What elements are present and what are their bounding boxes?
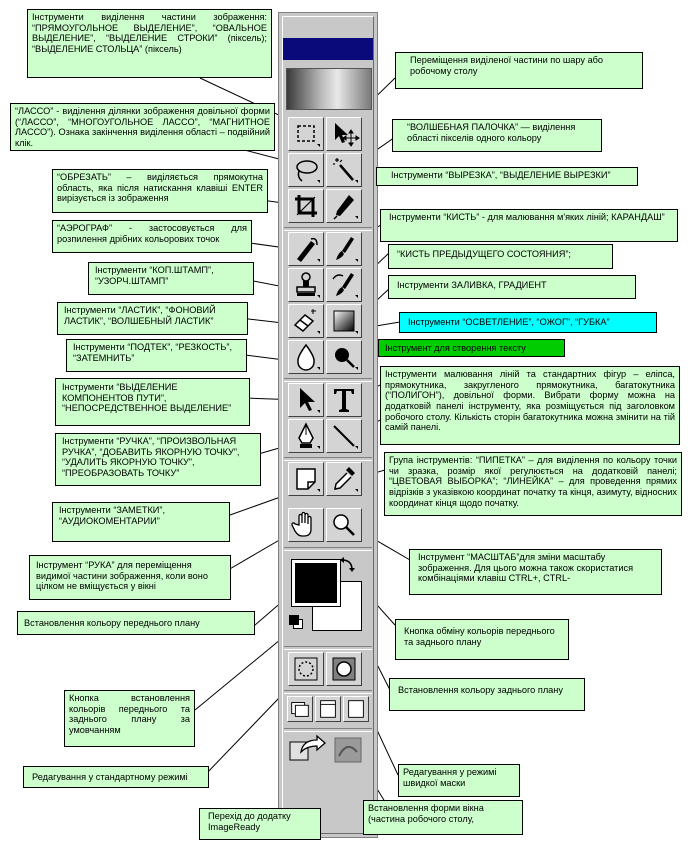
gradient-tool[interactable]: [326, 304, 362, 338]
crop-tool[interactable]: [288, 189, 324, 223]
callout-dodge-tool: Інструменти “ОСВЕТЛЕНИЕ”, “ОЖОГ”, “ГУБКА…: [399, 312, 657, 333]
callout-background-color: Встановлення кольору заднього плану: [389, 678, 585, 711]
toolbox-separator: [284, 227, 372, 231]
toolbox-frame: [282, 16, 374, 834]
callout-swap-colors: Кнопка обміну кольорів переднього та зад…: [395, 619, 569, 660]
callout-zoom-tool: Інструмент “МАСШТАБ”для зміни масштабу з…: [409, 549, 662, 595]
lasso-icon: [296, 160, 320, 183]
text-tool[interactable]: [326, 383, 362, 417]
imageready-button[interactable]: [287, 734, 369, 768]
toolbox-separator: [284, 646, 372, 650]
slice-icon: [333, 195, 358, 220]
callout-shapes-tool: Інструменти малювання ліній та стандартн…: [380, 366, 680, 445]
pen-tool[interactable]: [288, 419, 324, 453]
zoom-tool[interactable]: [326, 508, 362, 542]
callout-eraser-tool: Інструменти “ЛАСТИК”, “ФОНОВИЙ ЛАСТИК”, …: [57, 302, 248, 335]
move-tool[interactable]: [326, 117, 362, 151]
callout-brush-tool: Інструменти “КИСТЬ” - для малювання м'як…: [380, 209, 678, 242]
eyedropper-tool[interactable]: [326, 462, 362, 496]
callout-imageready: Перехід до додатку ImageReady: [199, 808, 321, 840]
callout-lasso-tool: “ЛАССО” - виділення ділянки зображення д…: [10, 103, 275, 151]
history-brush-tool[interactable]: [326, 268, 362, 302]
callout-selection-tools: Інструменти виділення частини зображення…: [27, 9, 272, 78]
callout-quick-mask: Редагування у режимі швидкої маски: [398, 764, 520, 797]
callout-history-brush: “КИСТЬ ПРЕДЫДУЩЕГО СОСТОЯНИЯ”;: [388, 244, 613, 269]
standard-mode-icon: [294, 657, 318, 681]
brush-tool[interactable]: [326, 232, 362, 266]
airbrush-icon: [297, 237, 320, 262]
toolbox-separator: [284, 690, 372, 694]
marquee-icon: [297, 125, 320, 147]
eraser-tool[interactable]: [288, 304, 324, 338]
callout-pen-tool: Інструменти “РУЧКА”, “ПРОИЗВОЛЬНАЯ РУЧКА…: [55, 433, 261, 486]
callout-text-tool: Інструмент для створення тексту: [378, 339, 565, 357]
gradient-icon: [333, 310, 358, 334]
airbrush-tool[interactable]: [288, 232, 324, 266]
callout-foreground-color: Встановлення кольору переднього плану: [17, 611, 255, 635]
dodge-icon: [335, 348, 358, 370]
standard-mode-button[interactable]: [288, 652, 324, 686]
toolbox-title-bar[interactable]: [283, 38, 373, 60]
callout-slice-tool: Інструменти “ВЫРЕЗКА”, “ВЫДЕЛЕНИЕ ВЫРЕЗК…: [376, 167, 638, 186]
hand-icon: [291, 511, 312, 537]
screen-mode-icon[interactable]: [315, 696, 341, 722]
blur-icon: [297, 343, 320, 371]
stamp-tool[interactable]: [288, 268, 324, 302]
callout-standard-mode: Редагування у стандартному режимі: [23, 766, 209, 788]
dodge-tool[interactable]: [326, 340, 362, 374]
full-screen-mode-icon[interactable]: [343, 696, 369, 722]
callout-default-colors: Кнопка встановлення кольорів переднього …: [64, 690, 195, 747]
crop-icon: [295, 195, 317, 217]
marquee-tool[interactable]: [288, 117, 324, 151]
path-select-tool[interactable]: [288, 383, 324, 417]
toolbox-separator: [284, 378, 372, 382]
swap-colors-icon[interactable]: [338, 556, 358, 576]
brush-icon: [336, 237, 358, 262]
callout-hand-tool: Інструмент “РУКА” для переміщення видимо…: [29, 555, 231, 600]
line-tool[interactable]: [326, 419, 362, 453]
line-icon: [333, 425, 358, 449]
toolbox-separator: [284, 728, 372, 732]
magic-wand-icon: [333, 158, 358, 183]
text-icon: [334, 389, 354, 412]
move-icon: [335, 123, 360, 147]
standard-screen-mode-icon[interactable]: [287, 696, 313, 722]
pen-icon: [298, 422, 320, 449]
photoshop-logo[interactable]: [286, 68, 372, 110]
zoom-icon: [333, 514, 355, 536]
callout-path-select: Інструменти “ВЫДЕЛЕНИЕ КОМПОНЕНТОВ ПУТИ”…: [55, 378, 250, 426]
callout-blur-tool: Інструменти “ПОДТЕК”, “РЕЗКОСТЬ”, “ЗАТЕМ…: [66, 339, 247, 372]
callout-move-tool: Переміщення виділеної частини по шару аб…: [395, 52, 643, 89]
default-colors-icon[interactable]: [288, 614, 303, 629]
toolbox-separator: [284, 547, 372, 551]
screen-mode-group: [287, 696, 369, 724]
toolbox-separator: [284, 457, 372, 461]
callout-crop-tool: “ОБРЕЗАТЬ” – виділяється прямокутна обла…: [52, 169, 268, 213]
notes-icon: [296, 468, 320, 492]
eraser-icon: [293, 309, 320, 334]
magic-wand-tool[interactable]: [326, 153, 362, 187]
path-select-icon: [300, 388, 320, 413]
callout-notes-tool: Інструменти “ЗАМЕТКИ”, “АУДИОКОМЕНТАРИИ”: [52, 502, 230, 542]
callout-airbrush-tool: “АЭРОГРАФ” - застосовується для розпилен…: [52, 220, 252, 253]
foreground-color-swatch[interactable]: [291, 559, 341, 607]
callout-screen-mode: Встановлення форми вікна (частина робочо…: [363, 800, 523, 835]
imageready-icon: [289, 734, 326, 761]
notes-tool[interactable]: [288, 462, 324, 496]
lasso-tool[interactable]: [288, 153, 324, 187]
quick-mask-icon: [332, 657, 356, 681]
callout-magic-wand: “ВОЛШЕБНАЯ ПАЛОЧКА” — виділення області …: [392, 119, 602, 152]
quick-mask-button[interactable]: [326, 652, 362, 686]
callout-eyedropper-tool: Група інструментів: “ПИПЕТКА” – для виді…: [384, 452, 682, 516]
callout-fill-tool: Інструменти ЗАЛИВКА, ГРАДИЕНТ: [388, 275, 636, 299]
slice-tool[interactable]: [326, 189, 362, 223]
history-brush-icon: [332, 273, 358, 298]
stamp-icon: [296, 272, 320, 298]
callout-stamp-tool: Інструменти “КОП.ШТАМП”, “УЗОРЧ.ШТАМП”: [88, 262, 254, 295]
imageready-logo-icon: [334, 737, 362, 763]
hand-tool[interactable]: [288, 508, 324, 542]
blur-tool[interactable]: [288, 340, 324, 374]
eyedropper-icon: [334, 467, 358, 492]
